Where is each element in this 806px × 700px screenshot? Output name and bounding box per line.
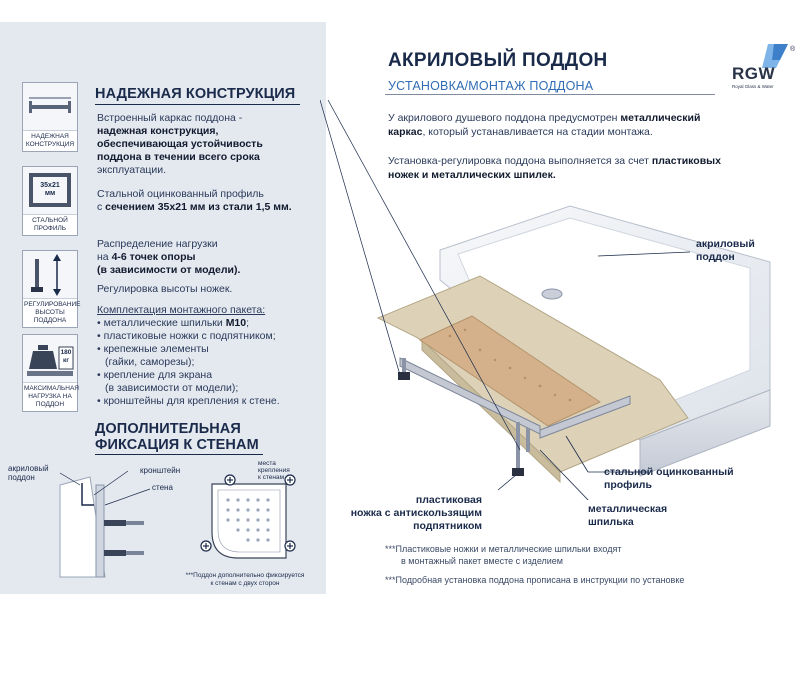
kit-item: • кронштейны для крепления к стене. (97, 395, 280, 407)
kit-title: Комплектация монтажного пакета: (97, 304, 266, 316)
frame-icon (23, 83, 77, 131)
kit-item: (гайки, саморезы); (105, 356, 195, 368)
page-title: АКРИЛОВЫЙ ПОДДОН (388, 50, 608, 71)
intro-paragraph-2: Установка-регулировка поддона выполняетс… (388, 155, 721, 181)
kit-list: • металлические шпильки M10; • пластиков… (97, 317, 280, 408)
title-rule (385, 94, 715, 95)
load-badge: 180 кг (60, 349, 72, 364)
label-acrylic-tray: акриловый поддон (696, 238, 755, 263)
construction-caption: НАДЕЖНАЯ КОНСТРУКЦИЯ (25, 133, 75, 148)
diagram-footnote: ***Поддон дополнительно фиксируется к ст… (185, 572, 305, 587)
tray-illustration (376, 205, 771, 500)
brand-logo: RGW ® Royal Glass & Water (728, 42, 798, 94)
load-caption: МАКСИМАЛЬНАЯ НАГРУЗКА НА ПОДДОН (24, 385, 79, 408)
tray-top-view-diagram (200, 474, 296, 559)
kit-item: • пластиковые ножки с подпятником; (97, 330, 276, 342)
label-metal-pin: металлическая шпилька (588, 503, 668, 528)
logo-text: RGW (732, 64, 776, 83)
construction-icon-box: НАДЕЖНАЯ КОНСТРУКЦИЯ (22, 82, 78, 152)
profile-text: Стальной оцинкованный профиль с сечением… (97, 188, 292, 213)
kit-item: • металлические шпильки M10; (97, 317, 250, 329)
kit-item: • крепление для экрана (97, 369, 213, 381)
diagram-fix-label: места крепления к стенам (258, 460, 290, 481)
logo-registered: ® (790, 46, 796, 53)
note-instructions: ***Подробная установка поддона прописана… (385, 575, 685, 585)
section-divider-2 (95, 454, 263, 455)
section-divider (95, 104, 300, 105)
intro-paragraph-1: У акрилового душевого поддона предусмотр… (388, 112, 701, 138)
section-title-fixation-2: ФИКСАЦИЯ К СТЕНАМ (95, 437, 259, 453)
page-subtitle: УСТАНОВКА/МОНТАЖ ПОДДОНА (388, 79, 594, 93)
diagram-bracket-label: кронштейн (140, 466, 181, 475)
profile-caption: СТАЛЬНОЙ ПРОФИЛЬ (32, 217, 68, 232)
logo-subtext: Royal Glass & Water (732, 84, 774, 89)
section-title-fixation-1: ДОПОЛНИТЕЛЬНАЯ (95, 421, 241, 437)
profile-badge: 35x21 мм (40, 182, 60, 197)
label-steel-profile: стальной оцинкованный профиль (604, 466, 734, 491)
leader-lines (320, 99, 521, 451)
height-icon-box: РЕГУЛИРОВАНИЕ ВЫСОТЫ ПОДДОНА (22, 250, 81, 328)
height-adjust-icon (23, 251, 77, 299)
load-icon-box: 180 кг МАКСИМАЛЬНАЯ НАГРУЗКА НА ПОДДОН (22, 334, 79, 412)
diagram-wall-label: стена (152, 483, 173, 492)
label-plastic-leg: пластиковая ножка с антискользящим подпя… (350, 494, 482, 532)
weight-icon: 180 кг (23, 335, 77, 383)
kit-item: • крепежные элементы (97, 343, 209, 355)
wall-bracket-diagram (59, 470, 151, 578)
legs-text: Регулировка высоты ножек. (97, 283, 233, 295)
section-title-construction: НАДЕЖНАЯ КОНСТРУКЦИЯ (95, 86, 296, 102)
note-kit-included: ***Пластиковые ножки и металлические шпи… (385, 544, 622, 566)
height-caption: РЕГУЛИРОВАНИЕ ВЫСОТЫ ПОДДОНА (24, 301, 81, 324)
steel-profile-icon: 35x21 мм (23, 167, 77, 215)
construction-text: Встроенный каркас поддона - надежная кон… (97, 112, 263, 176)
diagram-tray-label: акриловый поддон (8, 464, 49, 482)
kit-item: (в зависимости от модели); (105, 382, 239, 394)
logo-mark-icon (762, 44, 788, 68)
profile-icon-box: 35x21 мм СТАЛЬНОЙ ПРОФИЛЬ (22, 166, 78, 236)
load-text: Распределение нагрузки на 4-6 точек опор… (97, 238, 241, 276)
